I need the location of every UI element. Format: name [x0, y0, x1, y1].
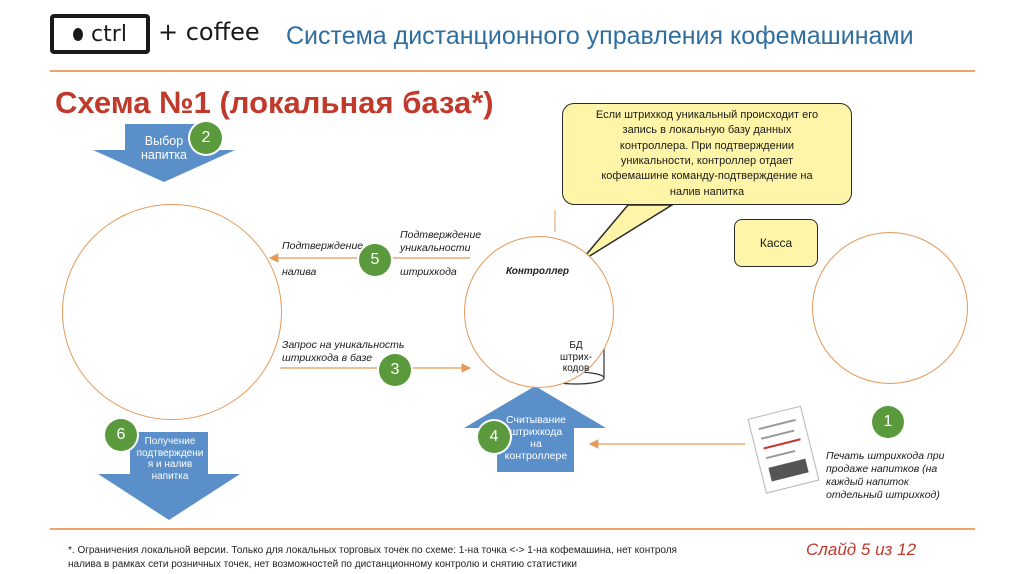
edge-confirm-unique-1: Подтверждение	[400, 229, 482, 241]
read-barcode-line: на	[530, 438, 542, 451]
step-badge-6: 6	[105, 419, 137, 451]
edge-request-2: штрихкода в базе	[282, 352, 373, 364]
header-divider	[50, 70, 975, 72]
edge-print-3: каждый напиток	[826, 476, 909, 488]
step-badge-4: 4	[478, 421, 510, 453]
edge-confirm-unique-2: уникальности	[400, 242, 471, 254]
callout-line: контроллера. При подтверждении	[619, 139, 795, 152]
db-label: БД штрих- кодов	[548, 340, 604, 375]
step-badge-5: 5	[359, 244, 391, 276]
logo-coffee-text: + coffee	[158, 18, 260, 46]
ctrl-logo: ctrl	[50, 14, 150, 54]
step-badge-2: 2	[190, 122, 222, 154]
controller-node	[464, 236, 614, 388]
read-barcode-label: Считывание штрихкода на контроллере	[497, 414, 575, 462]
cashier-label: Касса	[734, 219, 818, 267]
cashier-node	[812, 232, 968, 384]
coffee-machine-node	[62, 204, 282, 420]
controller-label: Контроллер	[506, 266, 570, 277]
slide-counter: Слайд 5 из 12	[806, 540, 917, 559]
edge-print-4: отдельный штрихкод)	[826, 489, 940, 501]
db-line: кодов	[562, 363, 590, 374]
footnote: *. Ограничения локальной версии. Только …	[68, 544, 758, 571]
edge-print-2: продаже напитков (на	[826, 463, 938, 475]
read-barcode-line: контроллере	[504, 450, 568, 463]
footnote-line: *. Ограничения локальной версии. Только …	[68, 545, 677, 556]
coffee-bean-icon	[73, 27, 84, 41]
receive-line: подтверждени	[136, 447, 204, 459]
logo-ctrl-text: ctrl	[91, 21, 127, 47]
scheme-title: Схема №1 (локальная база*)	[55, 85, 494, 120]
receive-line: я и налив	[147, 459, 193, 470]
edge-print-1: Печать штрихкода при	[826, 450, 945, 462]
callout-box: Если штрихкод уникальный происходит его …	[562, 103, 852, 205]
receive-line: Получение	[144, 436, 196, 447]
edge-confirm-pour-2: налива	[282, 266, 317, 278]
receipt-icon	[747, 405, 820, 494]
select-drink-label: Выбор напитка	[125, 134, 203, 163]
receive-line: напитка	[151, 470, 189, 482]
callout-line: уникальности, контроллер отдает	[620, 155, 794, 167]
edge-request-1: Запрос на уникальность	[282, 339, 405, 351]
receive-drink-label: Получение подтверждени я и налив напитка	[128, 436, 212, 482]
callout-line: Если штрихкод уникальный происходит его	[595, 108, 819, 121]
read-barcode-line: штрихкода	[509, 426, 563, 439]
select-drink-line: Выбор	[144, 134, 184, 148]
page-title: Система дистанционного управления кофема…	[286, 22, 914, 50]
footnote-line: налива в рамках сети розничных точек, не…	[68, 558, 577, 570]
read-barcode-line: Считывание	[506, 414, 566, 426]
edge-confirm-unique-3: штрихкода	[400, 266, 457, 278]
footer-divider	[50, 528, 975, 530]
callout-line: запись в локальную базу данных	[622, 124, 792, 137]
receive-drink-arrow	[98, 432, 240, 520]
step-badge-1: 1	[872, 406, 904, 438]
step-badge-3: 3	[379, 354, 411, 386]
select-drink-line: напитка	[140, 148, 188, 163]
edge-confirm-pour-1: Подтверждение	[282, 240, 364, 252]
db-line: штрих-	[559, 351, 593, 363]
db-line: БД	[569, 340, 583, 351]
callout-line: кофемашине команду-подтверждение на	[601, 170, 813, 183]
callout-tail	[579, 204, 675, 263]
callout-line: налив напитка	[669, 185, 745, 198]
